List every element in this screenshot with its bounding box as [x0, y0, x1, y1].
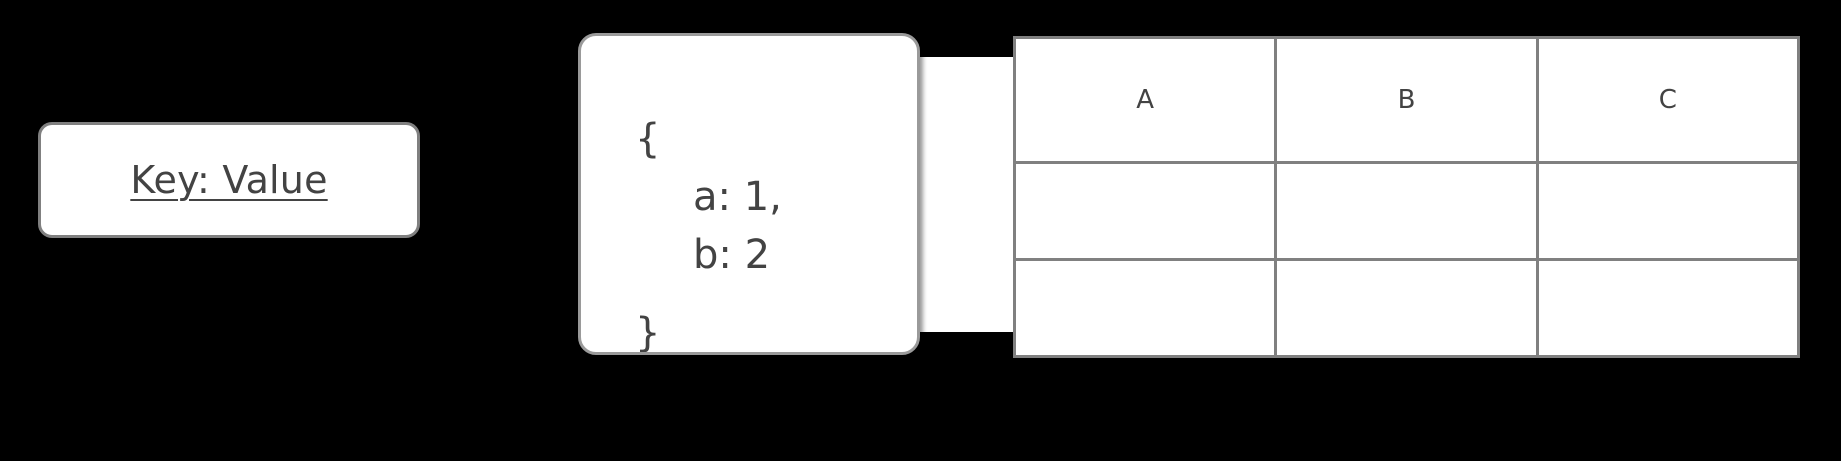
table-cell[interactable]	[1535, 161, 1801, 261]
table-cell[interactable]	[1274, 161, 1539, 261]
table-cell[interactable]	[1274, 258, 1539, 358]
table-row	[1012, 161, 1801, 261]
column-header-c[interactable]: C	[1535, 36, 1801, 164]
table-cell[interactable]	[1535, 258, 1801, 358]
key-value-card[interactable]: Key: Value	[38, 122, 420, 238]
table-header-row: A B C	[1012, 36, 1801, 164]
table-body	[1012, 161, 1801, 358]
column-header-a[interactable]: A	[1012, 36, 1278, 164]
json-pair-a: a: 1,	[693, 174, 782, 220]
table-row	[1012, 258, 1801, 358]
table-cell[interactable]	[1012, 161, 1278, 261]
json-body: { a: 1, b: 2 }	[581, 36, 917, 352]
json-card[interactable]: { a: 1, b: 2 }	[578, 33, 920, 355]
json-open-brace: {	[635, 116, 661, 162]
table-cell[interactable]	[1012, 258, 1278, 358]
data-table[interactable]: A B C	[1012, 36, 1801, 358]
json-close-brace: }	[635, 310, 661, 355]
json-pair-b: b: 2	[693, 232, 771, 278]
table-header: A B C	[1012, 36, 1801, 164]
column-header-b[interactable]: B	[1274, 36, 1539, 164]
key-value-label: Key: Value	[130, 158, 328, 202]
